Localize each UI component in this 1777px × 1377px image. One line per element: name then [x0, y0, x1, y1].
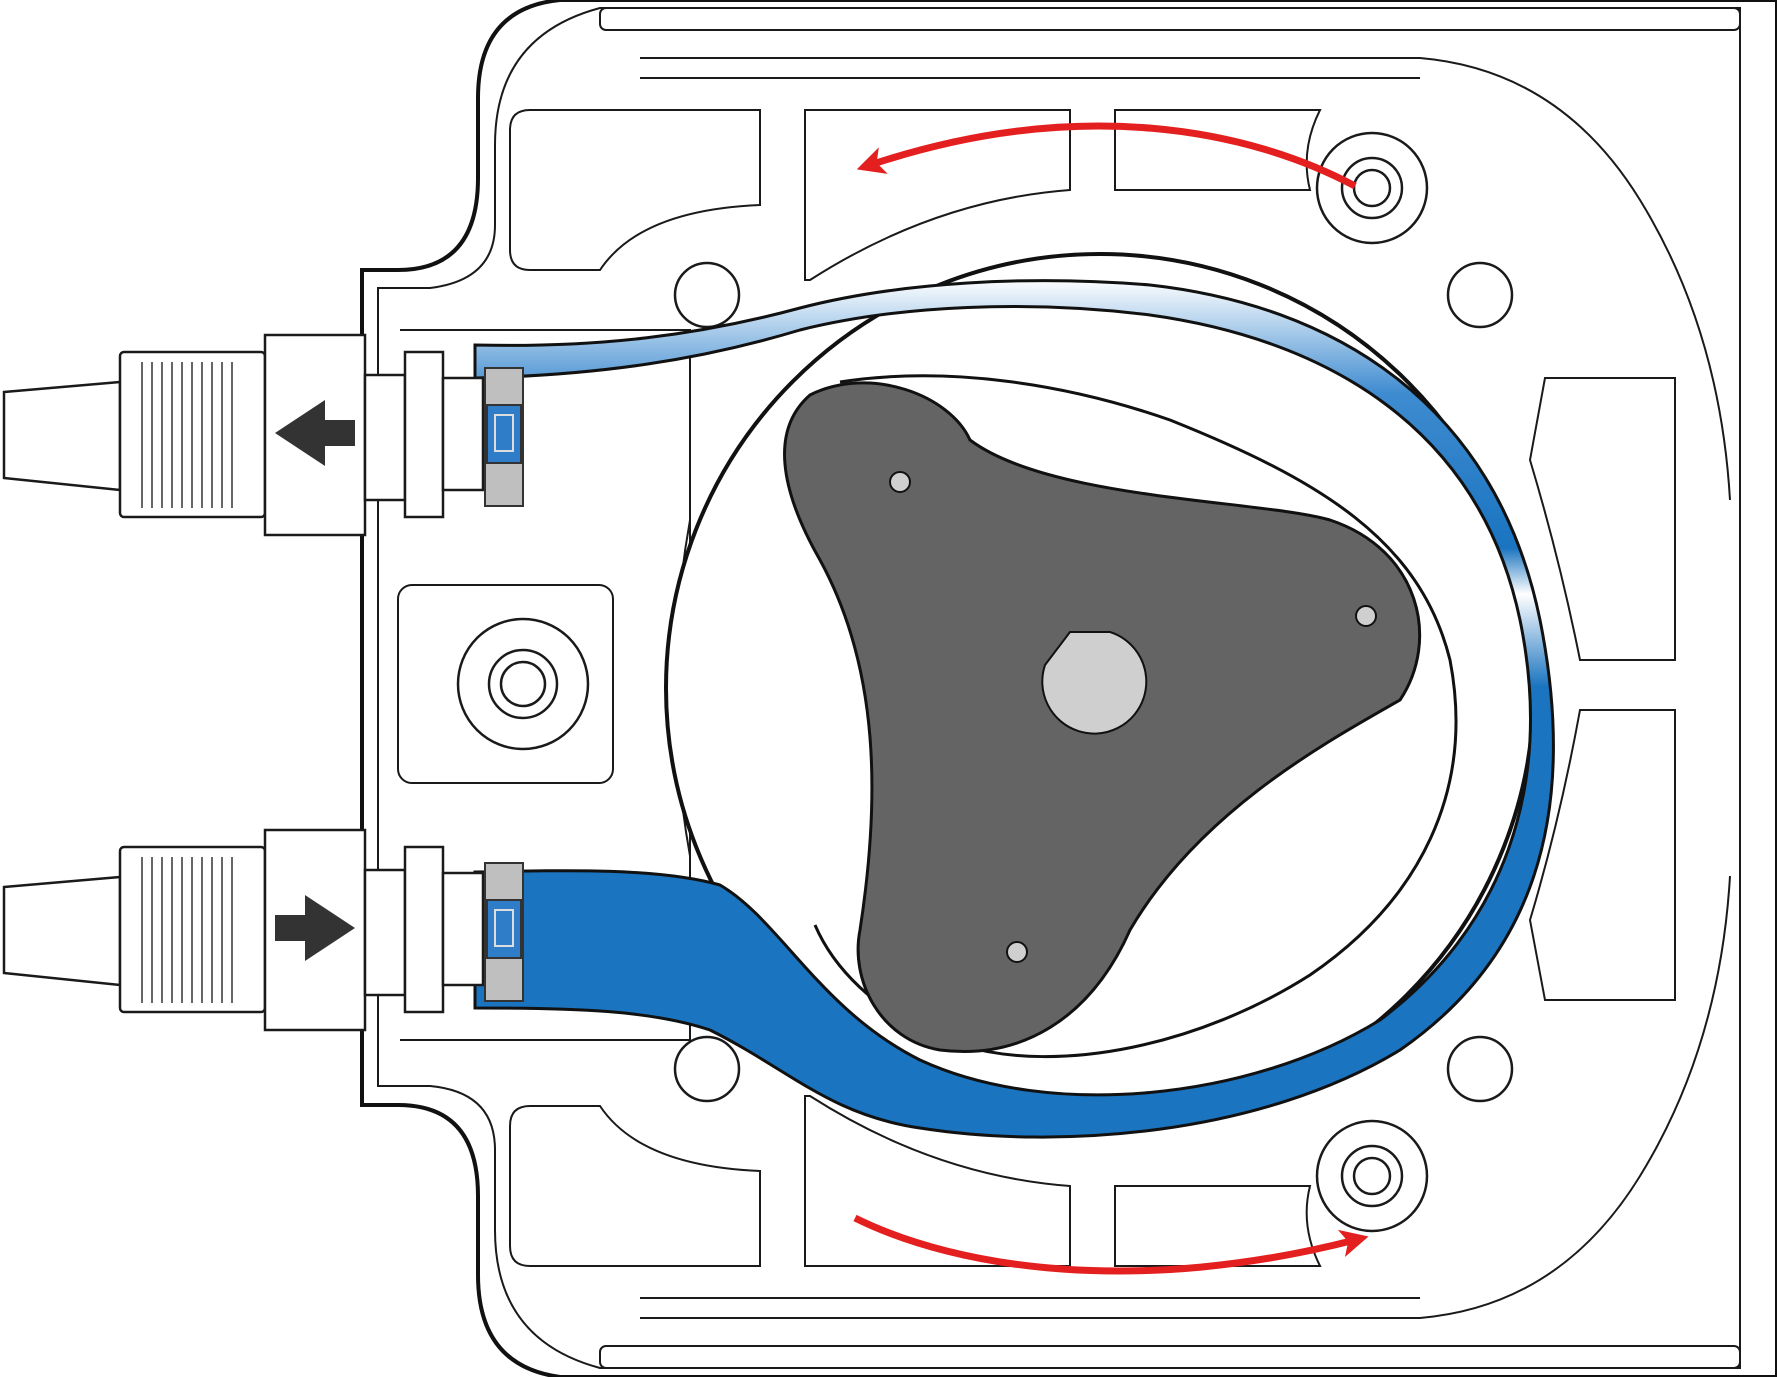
- rotation-arrow-bottom: [853, 1214, 1369, 1275]
- housing-outline: [360, 0, 1777, 1377]
- hose-barb-inlet: [2, 875, 122, 987]
- thread-lines: [141, 857, 233, 1003]
- thread-lines: [141, 362, 233, 508]
- neck-inlet: [441, 871, 485, 987]
- pump-tube-body: [473, 279, 1555, 1139]
- mounting-hole: [673, 1035, 741, 1103]
- right-pocket-upper: [1528, 377, 1676, 661]
- flow-arrow-outlet: [275, 400, 355, 466]
- roller-pin: [1355, 605, 1377, 627]
- collar-outlet: [363, 373, 407, 502]
- center-mount-pocket: [397, 584, 614, 784]
- bottom-pocket-2: [804, 1095, 1071, 1267]
- top-left-pocket: [509, 109, 761, 271]
- right-pocket-lower: [1528, 709, 1676, 1001]
- mounting-hole: [673, 261, 741, 329]
- roller-pin: [889, 471, 911, 493]
- housing: [360, 0, 1777, 1377]
- bottom-rib-track: [640, 875, 1731, 1319]
- tube-clamp-inlet: [484, 862, 524, 1002]
- hose-barb-outlet: [2, 380, 122, 492]
- mounting-hole: [1446, 1035, 1514, 1103]
- top-rib-track: [640, 57, 1731, 501]
- flange-outlet: [403, 350, 445, 519]
- mounting-hole: [1446, 261, 1514, 329]
- housing-inner-rim: [377, 7, 1741, 1369]
- rotor-hub: [1041, 631, 1148, 735]
- bottom-rail: [599, 1345, 1741, 1369]
- top-rail: [599, 7, 1741, 31]
- top-pocket-2: [804, 109, 1071, 281]
- tube-clamp-outlet: [484, 367, 524, 507]
- collar-inlet: [363, 868, 407, 997]
- mounting-holes: [456, 131, 1514, 1233]
- neck-outlet: [441, 376, 485, 492]
- bottom-pocket-3: [1114, 1185, 1322, 1267]
- boss-center-left: [456, 617, 590, 751]
- flow-arrow-inlet: [275, 895, 355, 961]
- outlet-connector: [2, 333, 485, 537]
- top-pocket-3: [1114, 109, 1322, 191]
- boss-bottom-right: [1315, 1119, 1429, 1233]
- rotor: [783, 381, 1421, 1053]
- inlet-connector: [2, 828, 485, 1032]
- boss-top-right: [1315, 131, 1429, 245]
- flange-inlet: [403, 845, 445, 1014]
- rotation-arrow-top: [856, 122, 1357, 190]
- bottom-left-pocket: [509, 1105, 761, 1267]
- roller-pin: [1006, 941, 1028, 963]
